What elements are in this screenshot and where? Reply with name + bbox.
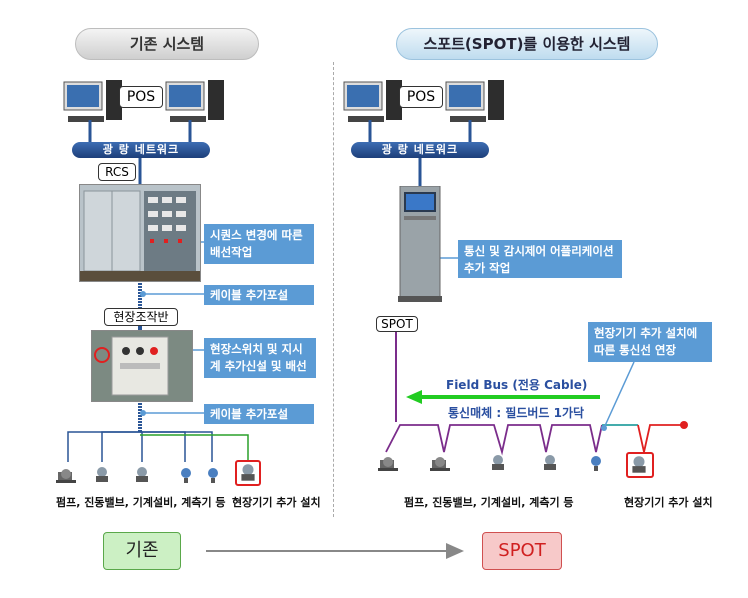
gauge-icon (591, 456, 601, 471)
valve-icon (241, 464, 255, 481)
gauge-icon (181, 468, 191, 483)
valve-icon (136, 467, 148, 482)
fieldbus-label: Field Bus (전용 Cable) (446, 378, 588, 392)
field-panel-photo (91, 330, 193, 402)
optical-network-bar: 광 랑 네트워크 (72, 142, 210, 158)
optical-network-bar: 광 랑 네트워크 (351, 142, 489, 158)
pos-computer-icon (165, 80, 224, 122)
switch-callout: 현장스위치 및 지시계 추가신설 및 배선 (204, 338, 316, 378)
added-device-box (235, 460, 261, 486)
valve-icon (96, 467, 108, 482)
spot-kiosk-terminal (398, 186, 442, 302)
pos-computer-icon (63, 80, 122, 122)
pos-label: POS (399, 86, 443, 108)
rcs-cabinet-photo (79, 184, 201, 282)
left-devices-label: 펌프, 진동밸브, 기계설비, 계측기 등 (56, 496, 226, 509)
pump-icon (430, 457, 450, 471)
valve-icon (492, 455, 504, 470)
extend-line-callout: 현장기기 추가 설치에 따른 통신선 연장 (588, 322, 712, 362)
added-device-box (626, 452, 654, 478)
pos-computer-icon (343, 80, 402, 122)
legacy-system-title: 기존 시스템 (75, 28, 259, 60)
cable-add-callout-2: 케이블 추가포설 (204, 404, 314, 424)
pump-icon (378, 457, 398, 471)
right-added-label: 현장기기 추가 설치 (624, 496, 713, 509)
gauge-icon (208, 468, 218, 483)
medium-label: 통신매체 : 필드버드 1가닥 (448, 406, 585, 420)
spot-system-title: 스포트(SPOT)를 이용한 시스템 (396, 28, 658, 60)
spot-button[interactable]: SPOT (482, 532, 562, 570)
section-divider (333, 62, 334, 517)
rewire-callout: 시퀀스 변경에 따른 배선작업 (204, 224, 314, 264)
spot-label: SPOT (376, 316, 418, 332)
transition-arrow (206, 543, 464, 559)
field-panel-label: 현장조작반 (104, 308, 178, 326)
pos-computer-icon (445, 80, 504, 122)
right-devices-label: 펌프, 진동밸브, 기계설비, 계측기 등 (404, 496, 574, 509)
left-added-label: 현장기기 추가 설치 (232, 496, 321, 509)
right-connection-lines (368, 120, 688, 456)
pump-icon (56, 469, 76, 483)
app-callout: 통신 및 감시제어 어플리케이션 추가 작업 (458, 240, 622, 278)
valve-icon (632, 456, 646, 473)
valve-icon (544, 455, 556, 470)
rcs-label: RCS (98, 163, 136, 181)
pos-label: POS (119, 86, 163, 108)
cable-add-callout-1: 케이블 추가포설 (204, 285, 314, 305)
legacy-button[interactable]: 기존 (103, 532, 181, 570)
